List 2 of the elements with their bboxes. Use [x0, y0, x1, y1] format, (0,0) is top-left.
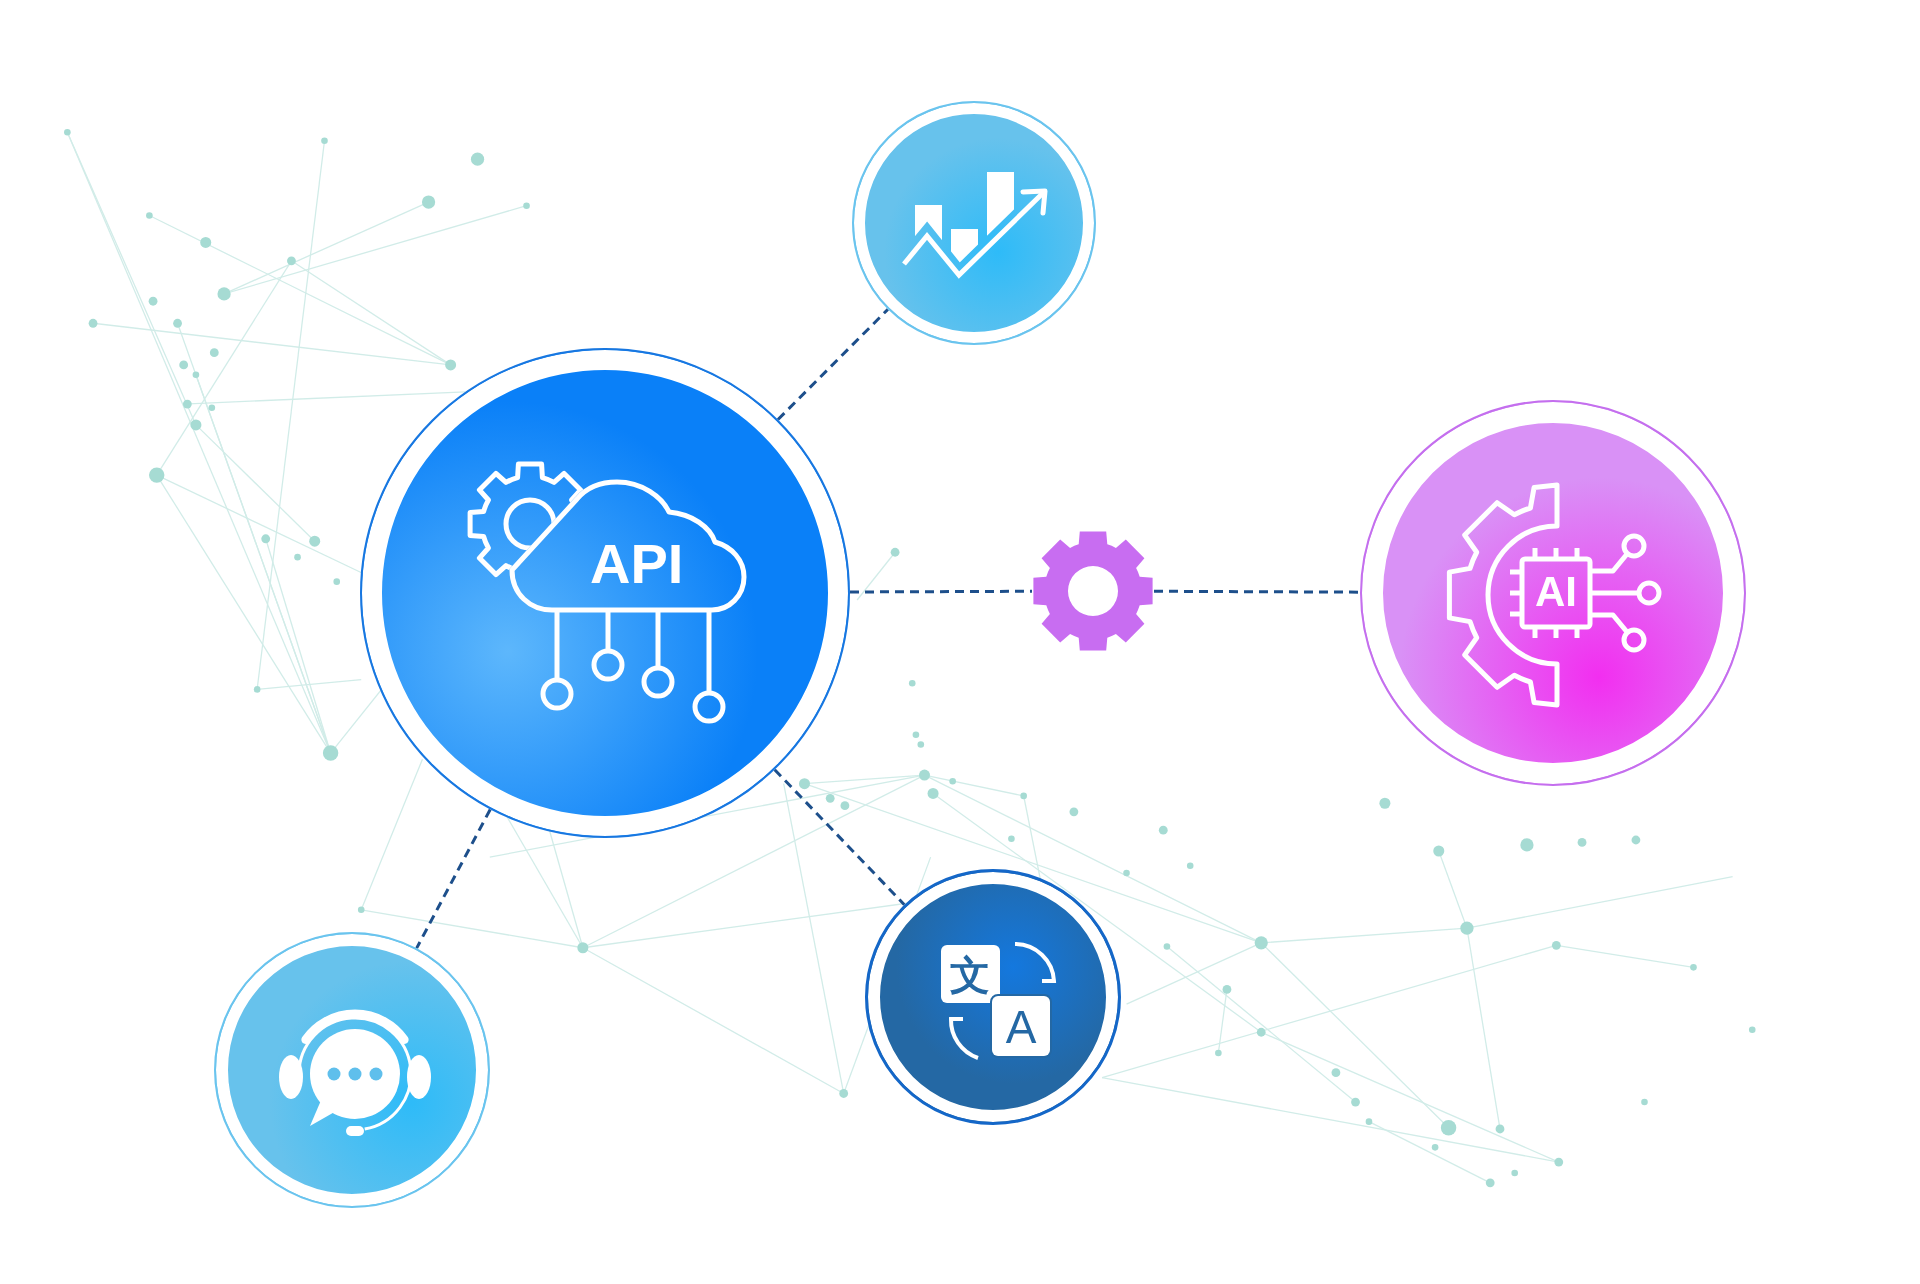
dashed-connector	[776, 308, 889, 421]
ai-label: AI	[1535, 571, 1577, 613]
